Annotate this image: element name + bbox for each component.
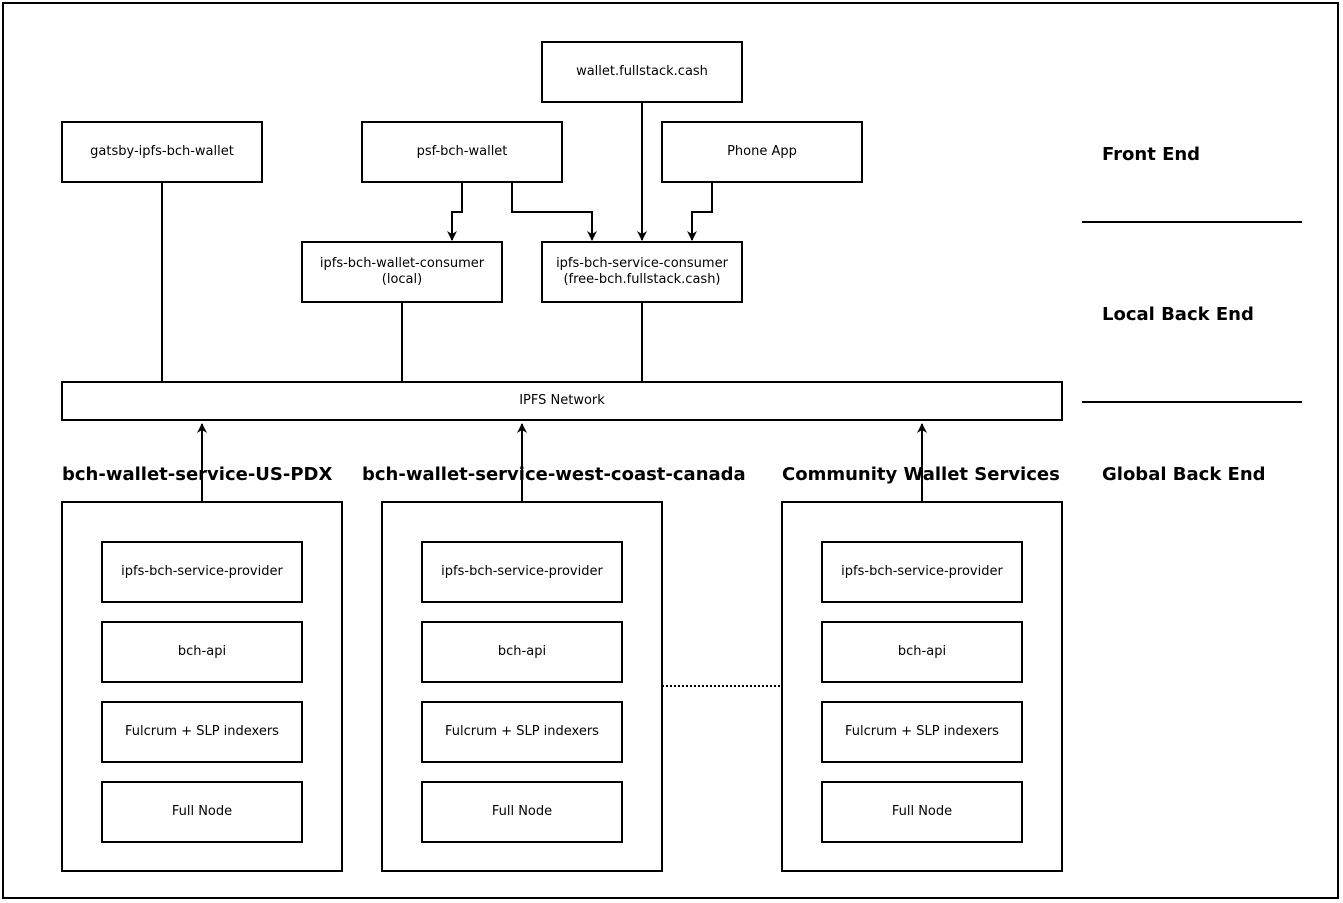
full-node-box: Full Node [101, 781, 303, 843]
connector-psf-to-wallet-consumer [447, 182, 463, 241]
bch-api-label: bch-api [897, 644, 947, 659]
psf-wallet-box: psf-bch-wallet [361, 121, 563, 183]
phone-app-label: Phone App [727, 144, 797, 159]
service-group-us-pdx [61, 501, 343, 872]
wallet-consumer-box: ipfs-bch-wallet-consumer (local) [301, 241, 503, 303]
service-title-canada: bch-wallet-service-west-coast-canada [362, 464, 746, 485]
wallet-fullstack-label: wallet.fullstack.cash [576, 64, 708, 79]
gatsby-wallet-box: gatsby-ipfs-bch-wallet [61, 121, 263, 183]
wallet-fullstack-box: wallet.fullstack.cash [541, 41, 743, 103]
full-node-label: Full Node [891, 804, 953, 819]
ipfs-network-label: IPFS Network [519, 393, 605, 408]
service-provider-box: ipfs-bch-service-provider [821, 541, 1023, 603]
indexers-box: Fulcrum + SLP indexers [101, 701, 303, 763]
bch-api-label: bch-api [177, 644, 227, 659]
wallet-consumer-label: ipfs-bch-wallet-consumer (local) [319, 256, 485, 287]
service-provider-box: ipfs-bch-service-provider [101, 541, 303, 603]
full-node-box: Full Node [821, 781, 1023, 843]
full-node-label: Full Node [491, 804, 553, 819]
phone-app-box: Phone App [661, 121, 863, 183]
full-node-box: Full Node [421, 781, 623, 843]
connector-psf-to-service-consumer [511, 182, 597, 241]
service-provider-label: ipfs-bch-service-provider [841, 564, 1003, 579]
bch-api-box: bch-api [421, 621, 623, 683]
layer-label-front-end: Front End [1102, 144, 1201, 165]
service-title-us-pdx: bch-wallet-service-US-PDX [62, 464, 333, 485]
service-consumer-box: ipfs-bch-service-consumer (free-bch.full… [541, 241, 743, 303]
bch-api-box: bch-api [821, 621, 1023, 683]
indexers-label: Fulcrum + SLP indexers [845, 724, 999, 739]
bch-api-box: bch-api [101, 621, 303, 683]
service-provider-label: ipfs-bch-service-provider [441, 564, 603, 579]
layer-label-local-back-end: Local Back End [1102, 304, 1254, 325]
service-group-canada [381, 501, 663, 872]
gatsby-wallet-label: gatsby-ipfs-bch-wallet [90, 144, 234, 159]
indexers-label: Fulcrum + SLP indexers [125, 724, 279, 739]
indexers-box: Fulcrum + SLP indexers [821, 701, 1023, 763]
service-provider-label: ipfs-bch-service-provider [121, 564, 283, 579]
indexers-label: Fulcrum + SLP indexers [445, 724, 599, 739]
layer-label-global-back-end: Global Back End [1102, 464, 1266, 485]
full-node-label: Full Node [171, 804, 233, 819]
service-group-community [781, 501, 1063, 872]
ipfs-network-box: IPFS Network [61, 381, 1063, 421]
connector-phone-to-service-consumer [687, 182, 713, 241]
service-title-community: Community Wallet Services [782, 464, 1060, 485]
service-provider-box: ipfs-bch-service-provider [421, 541, 623, 603]
bch-api-label: bch-api [497, 644, 547, 659]
service-consumer-label: ipfs-bch-service-consumer (free-bch.full… [556, 256, 728, 287]
indexers-box: Fulcrum + SLP indexers [421, 701, 623, 763]
psf-wallet-label: psf-bch-wallet [416, 144, 508, 159]
